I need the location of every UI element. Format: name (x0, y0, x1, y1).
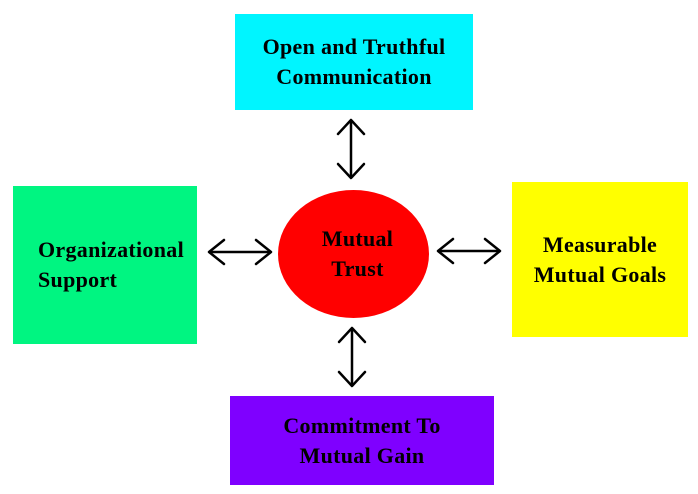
node-label: Organizational Support (38, 237, 184, 292)
arrow-center-bottom (337, 326, 367, 388)
node-mutual-trust: Mutual Trust (278, 190, 429, 318)
node-label: Open and Truthful Communication (262, 34, 446, 89)
node-label: Commitment To Mutual Gain (283, 412, 441, 468)
node-commitment-mutual-gain: Commitment To Mutual Gain (230, 396, 494, 485)
node-label: Mutual Trust (321, 226, 394, 281)
node-measurable-mutual-goals: Measurable Mutual Goals (512, 182, 688, 337)
arrow-center-top (336, 118, 366, 180)
node-open-truthful-communication: Open and Truthful Communication (235, 14, 473, 110)
arrow-center-right (436, 237, 502, 265)
node-organizational-support: Organizational Support (13, 186, 197, 344)
arrow-left-center (207, 238, 273, 266)
node-label: Measurable Mutual Goals (533, 231, 667, 287)
